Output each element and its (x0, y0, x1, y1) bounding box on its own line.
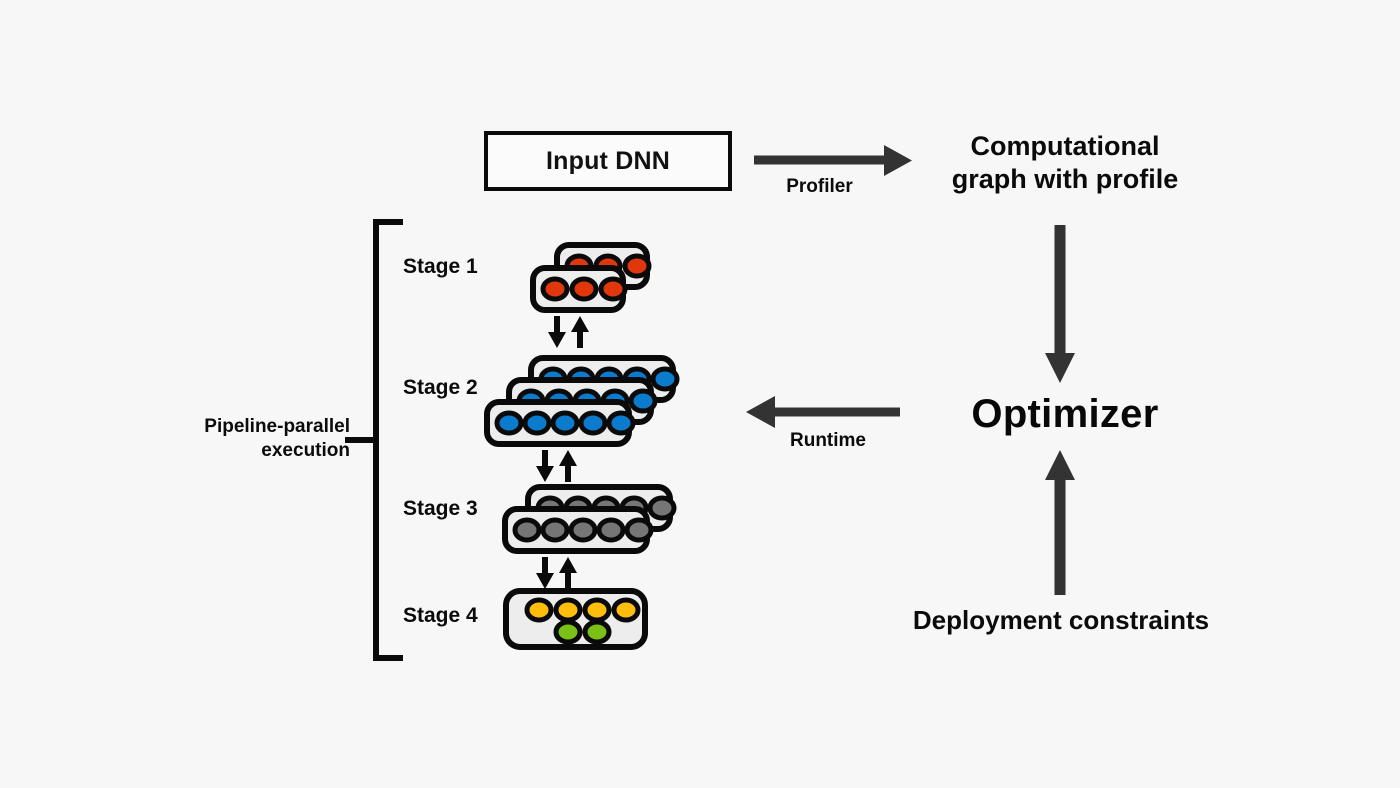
profiler-arrow-label: Profiler (786, 176, 853, 197)
constraints-to-optimizer-arrow (1045, 450, 1075, 595)
stage-4-group (503, 588, 648, 650)
stage-1-group (530, 242, 652, 313)
stage-3-label: Stage 3 (403, 497, 478, 520)
runtime-arrow (746, 396, 900, 428)
stage-arrows-2-3 (536, 450, 577, 482)
pipeline-bracket (345, 219, 403, 661)
stage-3-layer-1 (502, 506, 654, 554)
stage-2-layer-1 (484, 399, 636, 447)
stage-2-layer-1-circles (494, 410, 636, 436)
graph-to-optimizer-arrow (1045, 225, 1075, 383)
stage-2-group (484, 355, 680, 447)
computational-graph-label: Computational graph with profile (951, 131, 1179, 195)
stage-1-layer-1 (530, 265, 628, 313)
stage-3-group (502, 484, 677, 554)
stage-1-label: Stage 1 (403, 255, 478, 278)
input-dnn-label: Input DNN (546, 146, 670, 175)
optimizer-label: Optimizer (971, 392, 1159, 436)
stage-3-layer-1-circles (512, 517, 654, 543)
input-dnn-box: Input DNN (484, 131, 732, 191)
stage-arrows-3-4 (536, 557, 577, 589)
stage-2-label: Stage 2 (403, 376, 478, 399)
stage-arrows-1-2 (548, 316, 589, 348)
stage-4-circles-row-2 (553, 619, 612, 645)
pipeline-parallel-execution-label: Pipeline-parallel execution (204, 416, 350, 462)
profiler-arrow (754, 145, 912, 176)
deployment-constraints-label: Deployment constraints (912, 605, 1210, 635)
runtime-arrow-label: Runtime (790, 430, 866, 451)
stage-1-layer-1-circles (540, 276, 628, 302)
stage-4-label: Stage 4 (403, 604, 478, 627)
